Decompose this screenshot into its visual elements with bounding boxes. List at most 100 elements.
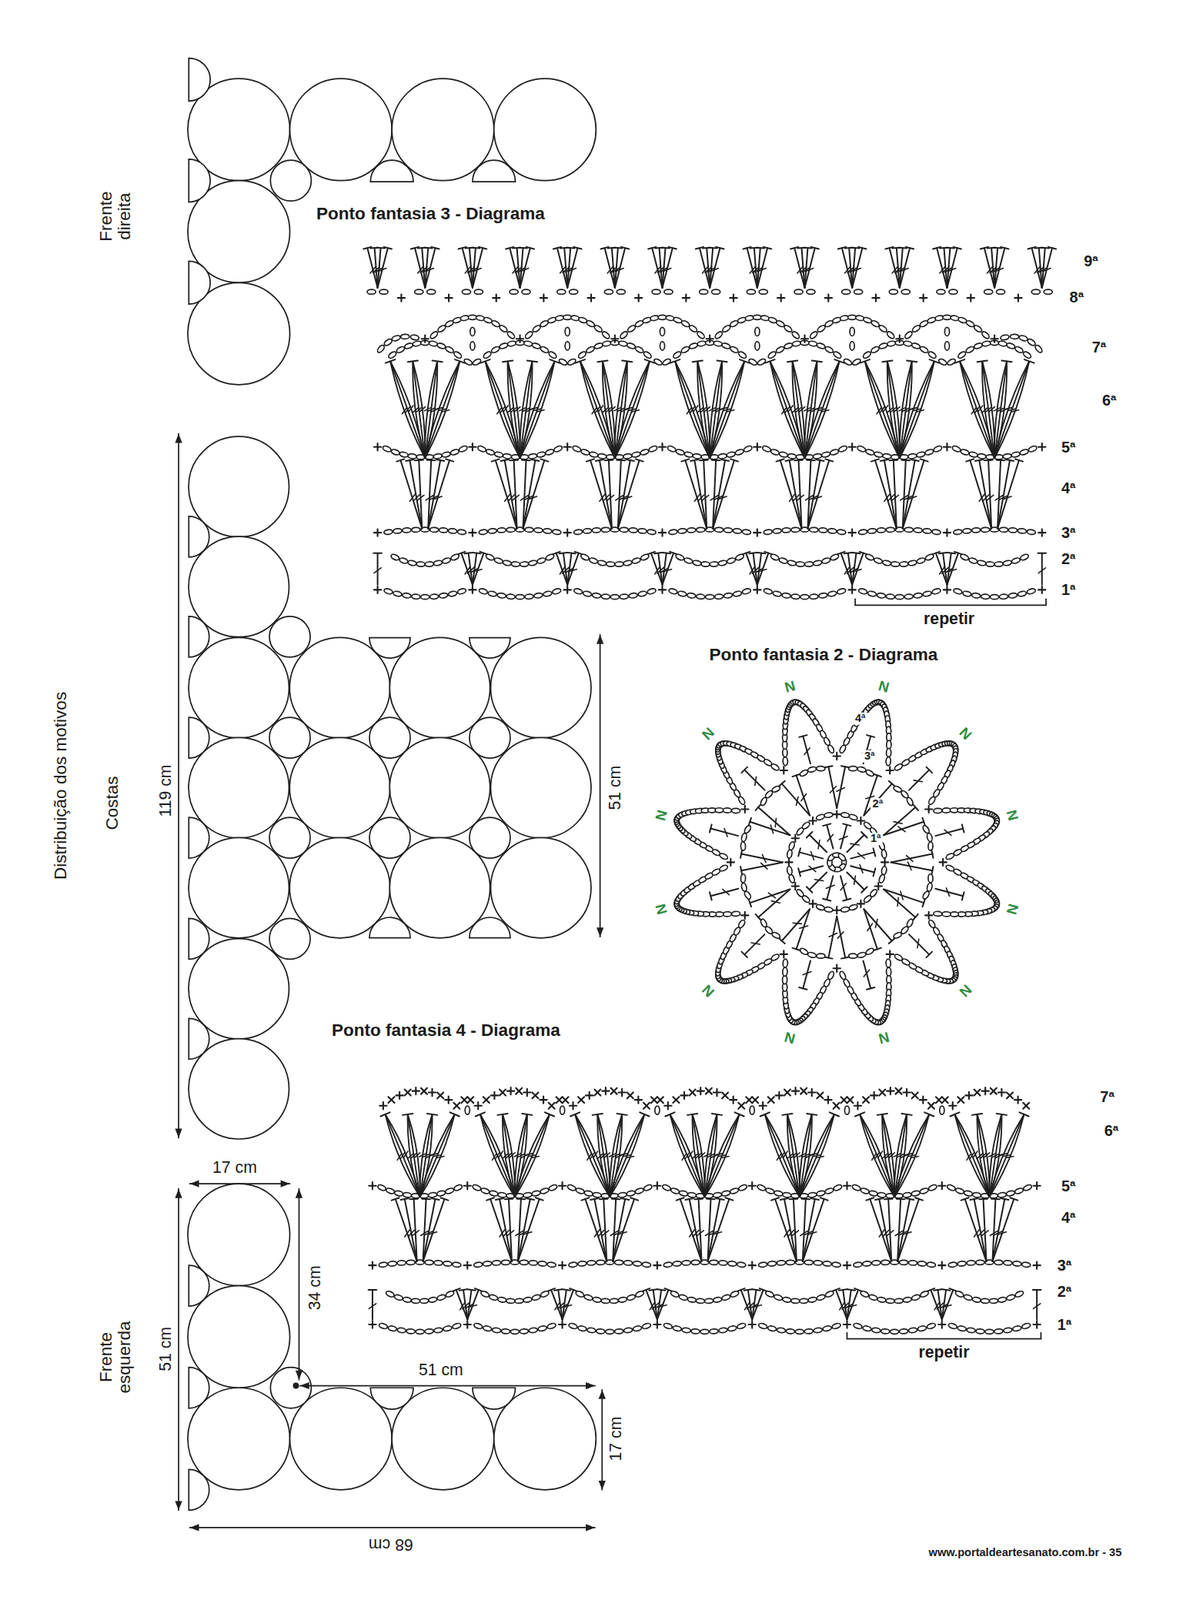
chain-stitch [709,561,719,568]
chain-stitch [927,350,938,360]
chain-stitch [506,594,516,600]
chain-stitch [387,350,398,360]
chain-stitch [984,289,993,295]
chain-stitch [672,1325,682,1332]
chain-stitch [424,1259,434,1265]
chain-stitch [434,1260,444,1267]
chain-stitch [824,345,835,355]
arrow-head [174,1128,182,1138]
cluster-stitch [812,360,823,363]
chain-stitch [473,1262,483,1269]
chain-stitch [1019,448,1030,456]
chain-stitch [427,1296,438,1304]
chain-stitch [654,1106,660,1115]
double-crochet [517,1199,526,1200]
cluster-stitch [524,1153,532,1156]
chain-stitch [1002,453,1013,460]
chain-stitch [981,340,991,347]
chain-stitch [867,590,877,597]
chain-stitch [553,444,564,453]
chain-stitch [669,1289,680,1298]
chain-stitch [398,557,408,565]
chain-stitch [1022,1183,1033,1192]
chain-stitch [668,588,678,595]
chain-stitch [618,1296,628,1304]
double-crochet [748,552,758,554]
chain-stitch [568,1322,578,1330]
double-crochet [1005,459,1014,462]
double-crochet [806,460,816,461]
double-crochet [880,459,889,462]
chain-stitch [997,1192,1007,1199]
chain-stitch [438,592,448,599]
chain-stitch [829,553,840,562]
chain-stitch [926,1322,936,1330]
cluster-stitch [911,1156,919,1158]
chain-stitch [569,289,579,295]
chain-stitch [384,529,394,536]
chain-stitch [728,1260,738,1267]
dimension-dot [293,1383,300,1390]
chain-stitch [832,1183,843,1192]
double-crochet [822,898,831,902]
chain-stitch [544,553,555,562]
chain-stitch [641,1322,652,1330]
chain-stitch [428,340,438,347]
chain-stitch [872,1260,882,1267]
chain-stitch [859,1187,870,1195]
chain-stitch [902,1296,913,1304]
chain-stitch [531,342,542,351]
double-crochet [809,872,828,891]
chain-stitch [712,1192,722,1199]
chain-stitch [767,350,778,360]
chain-stitch [623,1260,633,1267]
chain-stitch [501,1328,511,1334]
chain-stitch [758,289,768,295]
cluster-stitch [1005,407,1013,410]
chain-stitch [957,1260,967,1267]
chain-stitch [688,324,699,334]
chain-stitch [393,527,403,534]
chain-stitch [568,1262,579,1269]
chain-stitch [898,1328,909,1334]
chain-stitch [755,341,760,351]
chain-stitch [799,1298,809,1304]
chain-stitch [487,590,498,597]
chain-stitch [522,1192,532,1199]
arrow-head [598,1480,606,1491]
chain-stitch [427,289,436,295]
chain-stitch [985,561,996,568]
chain-stitch [415,1329,425,1334]
chain-stitch [1022,350,1033,360]
chain-stitch [661,1183,672,1192]
chain-stitch [461,289,471,295]
cluster-stitch [721,1156,729,1158]
chain-stitch [865,768,876,778]
chain-stitch [506,330,516,340]
chain-stitch [482,1260,492,1267]
chain-stitch [533,592,543,599]
chain-stitch [876,592,886,599]
chain-stitch [890,561,900,568]
double-crochet [654,552,663,554]
chain-stitch [995,289,1005,295]
chain-stitch [678,1293,689,1301]
double-crochet [421,1199,431,1200]
chain-stitch [851,1183,862,1192]
chain-stitch [488,1293,498,1301]
double-crochet [842,823,851,826]
chain-stitch [491,1327,502,1334]
chain-stitch [601,330,611,340]
chain-stitch [858,529,868,536]
chain-stitch [736,1262,746,1269]
chain-stitch [795,888,806,898]
cluster-stitch [537,410,545,412]
chain-stitch [770,448,781,456]
chain-stitch [812,453,823,460]
chain-stitch [736,1322,746,1330]
chain-stitch [618,1192,628,1199]
chain-stitch [1026,337,1037,347]
chain-stitch [704,1298,714,1304]
double-crochet [424,247,433,249]
chain-stitch [381,444,392,453]
